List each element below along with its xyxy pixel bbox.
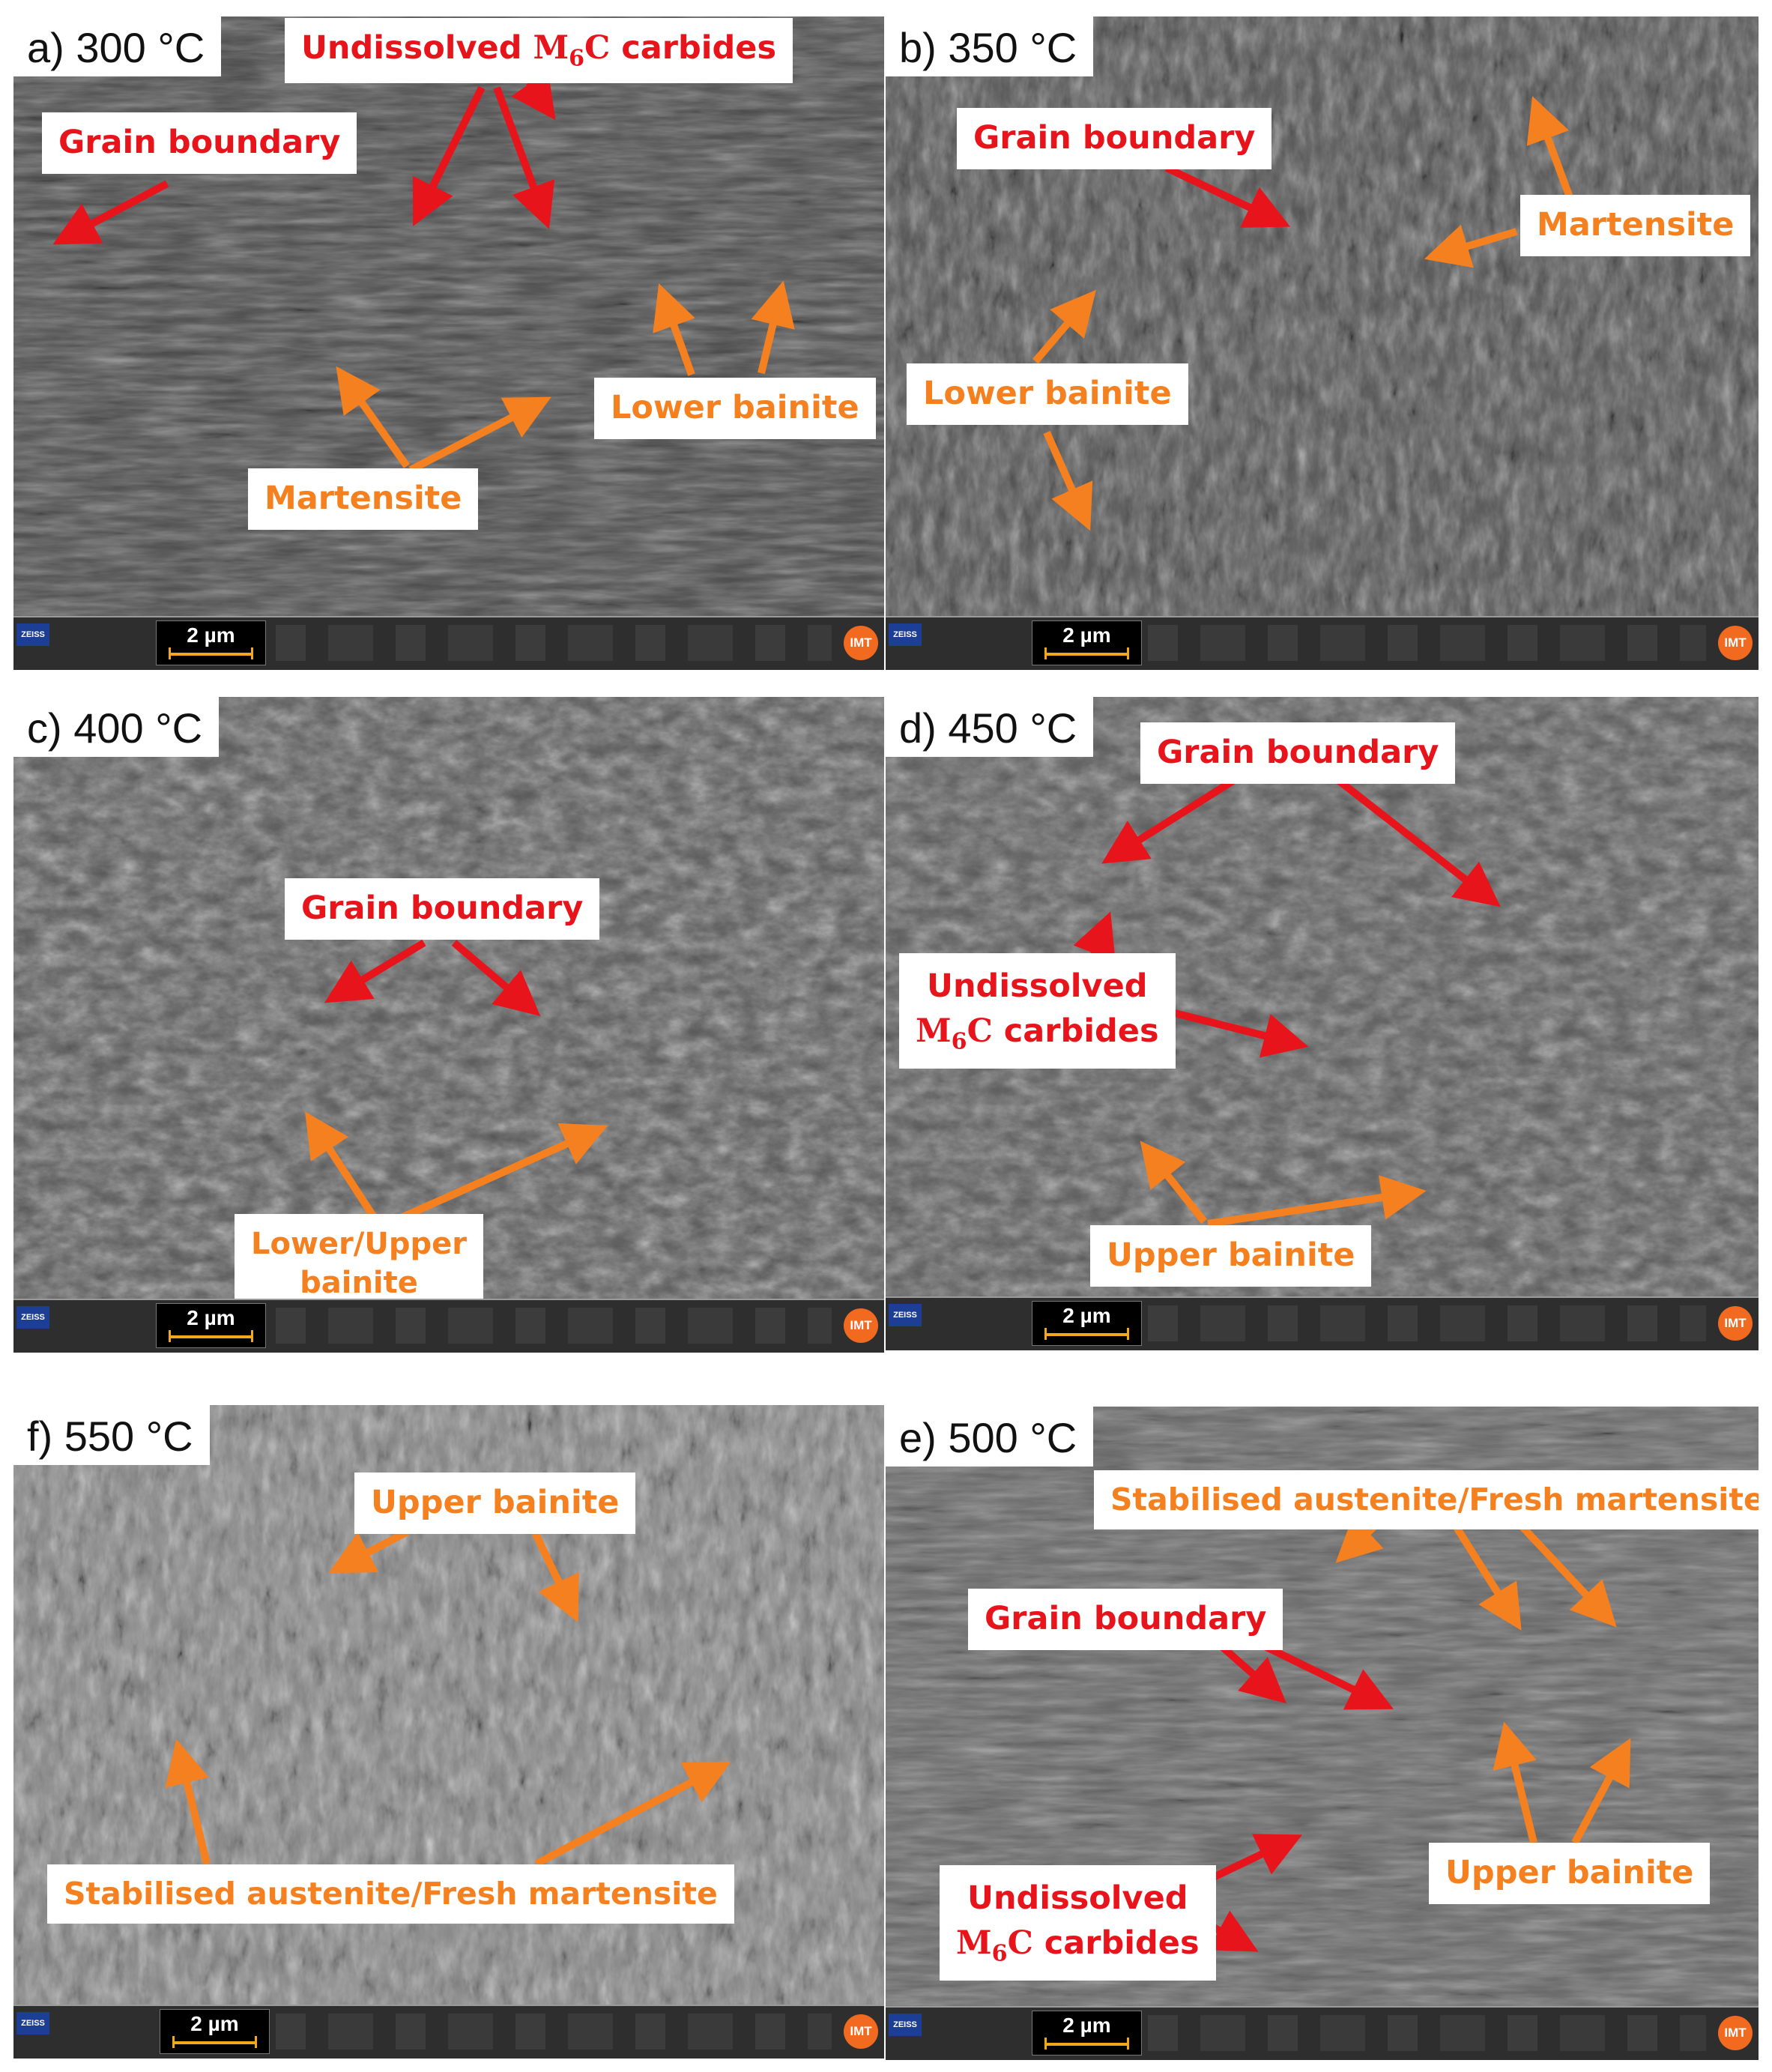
sem-databar-a: ZEISS 2 µm IMT [13,616,884,670]
panel-label-c: c) 400 °C [13,697,220,757]
m6c-formula: M6C [956,1924,1033,1967]
scale-bar-d: 2 µm [1032,1301,1142,1346]
sem-panel-d: d) 450 °C Grain boundary Undissolved M6C… [886,697,1759,1350]
callout-carbides-a: Undissolved M6C carbides [285,18,793,84]
zeiss-logo: ZEISS [16,2012,49,2035]
callout-lower-upper-bainite-c: Lower/Upper bainite [235,1214,483,1313]
callout-grain-boundary-b: Grain boundary [957,108,1272,169]
callout-carbides-d: Undissolved M6C carbides [899,953,1176,1069]
zeiss-logo: ZEISS [889,1304,922,1326]
sem-databar-d: ZEISS 2 µm IMT [886,1296,1759,1350]
callout-lower-bainite-b: Lower bainite [907,363,1188,425]
callout-upper-bainite-f: Upper bainite [354,1473,636,1534]
sem-databar-e: ZEISS 2 µm IMT [886,2006,1759,2060]
callout-grain-boundary-d: Grain boundary [1140,722,1456,784]
imt-logo: IMT [1718,1306,1753,1341]
sem-panel-e: e) 500 °C Stabilised austenite/Fresh mar… [886,1407,1759,2060]
zeiss-logo: ZEISS [16,623,49,646]
imt-logo: IMT [844,1308,878,1343]
panel-label-d: d) 450 °C [886,697,1094,757]
panel-label-f: f) 550 °C [13,1405,210,1465]
callout-stabilised-f: Stabilised austenite/Fresh martensite [47,1864,734,1924]
zeiss-logo: ZEISS [889,623,922,646]
scale-bar-c: 2 µm [156,1303,266,1348]
callout-grain-boundary-a: Grain boundary [42,112,357,174]
callout-martensite-b: Martensite [1520,195,1751,256]
imt-logo: IMT [844,626,878,660]
m6c-formula: M6C [916,1012,993,1055]
callout-carbides-e: Undissolved M6C carbides [940,1865,1216,1981]
sem-panel-c: c) 400 °C Grain boundary Lower/Upper bai… [13,697,884,1353]
sem-databar-f: ZEISS 2 µm IMT [13,2005,884,2059]
zeiss-logo: ZEISS [889,2014,922,2036]
zeiss-logo: ZEISS [16,1306,49,1329]
m6c-formula: M6C [533,29,611,72]
scale-bar-b: 2 µm [1032,620,1142,665]
callout-martensite-a: Martensite [248,468,479,530]
scale-bar-a: 2 µm [156,620,266,665]
callout-grain-boundary-c: Grain boundary [285,878,600,940]
micrograph-b [886,16,1759,670]
imt-logo: IMT [844,2014,878,2049]
callout-stabilised-e: Stabilised austenite/Fresh martensite [1094,1470,1759,1530]
callout-lower-bainite-a: Lower bainite [594,378,876,439]
sem-panel-b: b) 350 °C Grain boundary Martensite Lowe… [886,16,1759,670]
callout-upper-bainite-e: Upper bainite [1429,1843,1711,1904]
scale-bar-f: 2 µm [160,2009,270,2054]
panel-label-a: a) 300 °C [13,16,222,76]
callout-grain-boundary-e: Grain boundary [968,1589,1283,1650]
imt-logo: IMT [1718,2016,1753,2050]
panel-label-b: b) 350 °C [886,16,1094,76]
sem-databar-b: ZEISS 2 µm IMT [886,616,1759,670]
sem-panel-a: a) 300 °C Undissolved M6C carbides Grain… [13,16,884,670]
panel-label-e: e) 500 °C [886,1407,1094,1467]
callout-upper-bainite-d: Upper bainite [1090,1225,1372,1287]
sem-panel-f: f) 550 °C Upper bainite Stabilised auste… [13,1405,884,2059]
imt-logo: IMT [1718,626,1753,660]
scale-bar-e: 2 µm [1032,2011,1142,2056]
sem-databar-c: ZEISS 2 µm IMT [13,1299,884,1353]
